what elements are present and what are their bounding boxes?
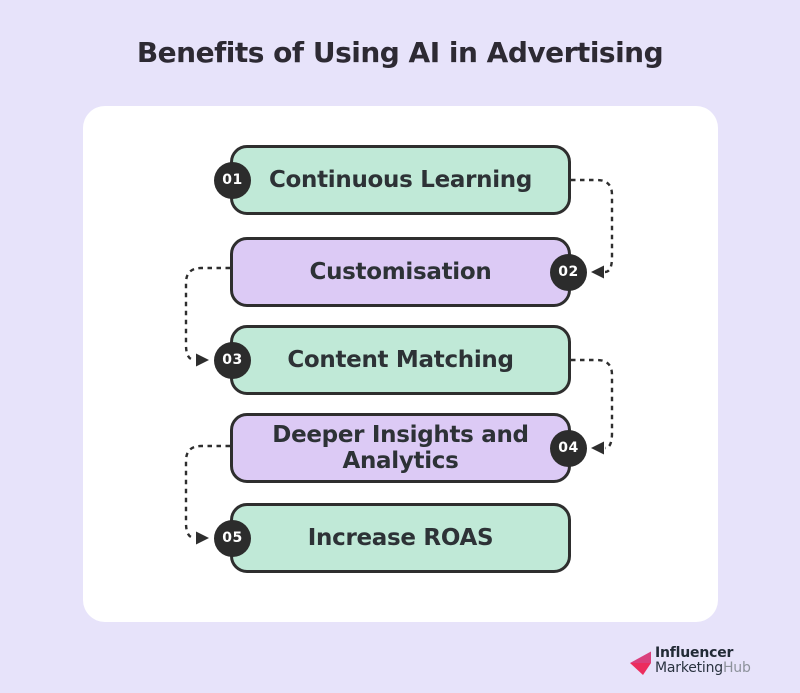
arrowhead-left-icon: [591, 441, 604, 455]
step-label: Customisation: [309, 258, 492, 285]
logo-line1: Influencer: [655, 645, 734, 661]
step-box-customisation: 02 Customisation: [230, 237, 587, 307]
logo-line2-marketing: Marketing: [655, 660, 723, 677]
step-number-badge: 05: [214, 519, 251, 557]
step-box-increase-roas: 05 Increase ROAS: [214, 503, 571, 573]
logo-line2: MarketingHub: [655, 661, 751, 676]
step-box-deeper-insights: 04 Deeper Insights and Analytics: [230, 413, 587, 483]
arrowhead-left-icon: [591, 265, 604, 279]
influencer-marketinghub-logo: Influencer MarketingHub: [628, 645, 751, 676]
logo-arrow-icon: [630, 651, 651, 675]
step-number-badge: 01: [214, 161, 251, 199]
step-label: Increase ROAS: [307, 524, 494, 551]
step-number-badge: 03: [214, 341, 251, 379]
step-number-badge: 04: [550, 429, 587, 467]
page-title: Benefits of Using AI in Advertising: [136, 36, 664, 69]
arrowhead-right-icon: [196, 353, 209, 367]
diagram-card: 01 Continuous Learning 02 Customisation …: [83, 106, 718, 622]
arrowhead-right-icon: [196, 531, 209, 545]
logo-text: Influencer MarketingHub: [655, 645, 751, 676]
step-box-content-matching: 03 Content Matching: [214, 325, 571, 395]
step-number-badge: 02: [550, 253, 587, 291]
step-label: Deeper Insights and Analytics: [272, 421, 529, 474]
step-label: Content Matching: [287, 346, 514, 373]
logo-line2-hub: Hub: [722, 660, 751, 677]
step-box-continuous-learning: 01 Continuous Learning: [214, 145, 571, 215]
step-label: Continuous Learning: [268, 166, 533, 193]
